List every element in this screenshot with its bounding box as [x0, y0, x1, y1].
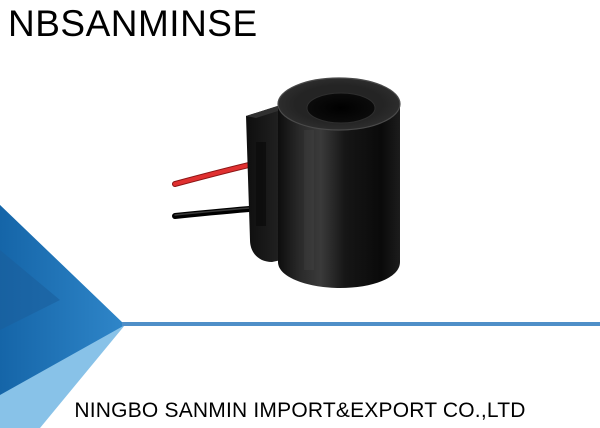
blue-triangle-decoration	[0, 205, 125, 428]
coil-cylinder	[277, 77, 401, 288]
divider-line	[122, 322, 600, 326]
company-name: NINGBO SANMIN IMPORT&EXPORT CO.,LTD	[74, 399, 526, 422]
brand-logo-text: NBSANMINSE	[8, 3, 258, 44]
